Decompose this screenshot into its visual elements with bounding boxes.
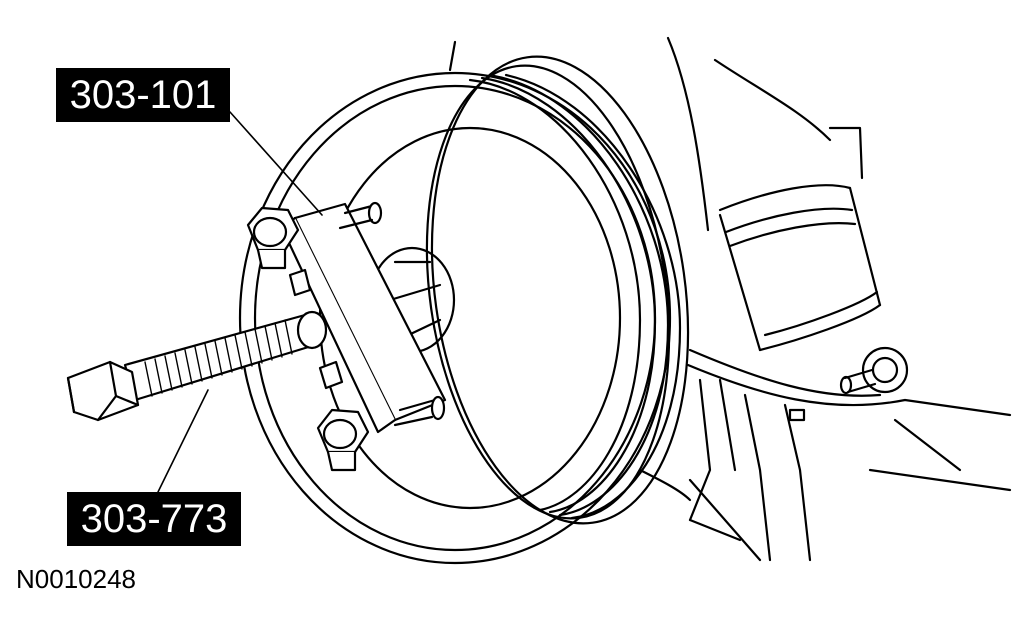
forcing-screw — [66, 310, 328, 422]
bolts — [246, 206, 370, 472]
engine-background — [448, 36, 1012, 562]
tool-callout-303-101: 303-101 — [56, 68, 230, 122]
tool-callout-303-773: 303-773 — [67, 492, 241, 546]
leader-lines — [157, 111, 323, 493]
figure-id: N0010248 — [16, 564, 136, 594]
crankshaft-pulley — [238, 55, 690, 565]
